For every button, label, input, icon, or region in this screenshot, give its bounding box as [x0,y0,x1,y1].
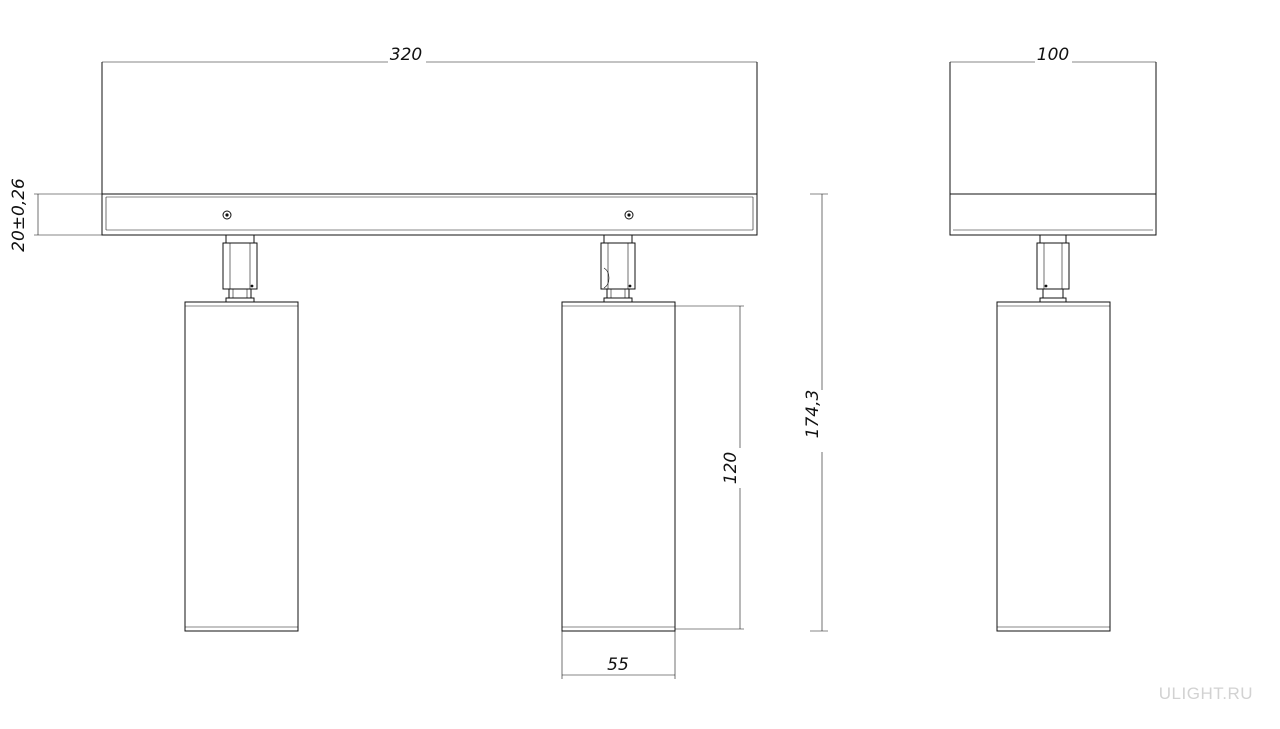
dim-label-120: 120 [721,452,741,484]
dimension-120: 120 [675,305,744,630]
front-view-track [101,62,758,236]
dim-label-track-height: 20±0,26 [9,178,29,252]
dimension-track-height: 20±0,26 [9,178,102,252]
dim-label-55: 55 [607,655,629,675]
spotlight-side [996,234,1111,632]
dimension-320: 320 [102,45,757,65]
dim-label-174-3: 174,3 [803,390,823,439]
watermark-text: ULIGHT.RU [1159,684,1253,703]
dimension-100: 100 [950,45,1156,65]
dimension-55: 55 [561,631,676,679]
dim-label-320: 320 [390,45,422,65]
spotlight-left [184,234,299,632]
dim-label-100: 100 [1037,45,1069,65]
spotlight-center [561,234,676,632]
dimension-174-3: 174,3 [803,193,828,632]
side-view-track [949,62,1157,236]
